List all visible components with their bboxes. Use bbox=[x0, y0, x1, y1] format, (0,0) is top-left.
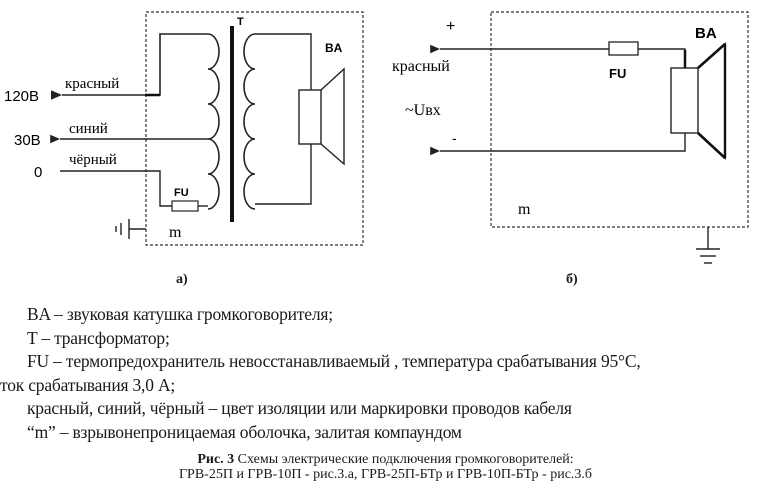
figure-caption: Рис. 3 Схемы электрические подключения г… bbox=[0, 452, 771, 482]
legend-item: ток срабатывания 3,0 А; bbox=[0, 374, 176, 395]
transformer-label: T bbox=[237, 16, 244, 28]
wire-120v bbox=[50, 33, 208, 100]
schematics: T BA FU m 120В красный 30В синий 0 чёрны… bbox=[4, 11, 749, 264]
speaker-coil-a bbox=[298, 89, 322, 145]
speaker-cone-b bbox=[697, 41, 726, 161]
wire-blue-label: синий bbox=[69, 121, 108, 137]
fuse-a bbox=[171, 200, 199, 212]
caption-line1: Схемы электрические подключения громкого… bbox=[234, 452, 574, 467]
plus-label: + bbox=[446, 18, 455, 35]
minus-label: - bbox=[452, 130, 457, 146]
fuse-label-a: FU bbox=[174, 187, 189, 199]
terminal-120v-label: 120В bbox=[4, 88, 39, 105]
enclosure-label-b: m bbox=[518, 201, 531, 218]
primary-winding bbox=[207, 33, 220, 210]
wire-minus bbox=[430, 133, 686, 156]
legend-item: T – трансформатор; bbox=[27, 327, 170, 348]
enclosure-b bbox=[490, 11, 749, 228]
legend-item: BA – звуковая катушка громкоговорителя; bbox=[27, 304, 333, 324]
input-voltage-label: ~Uвх bbox=[405, 102, 441, 119]
caption-line2: ГРВ-25П и ГРВ-10П - рис.3.а, ГРВ-25П-БТр… bbox=[178, 467, 593, 482]
secondary-winding bbox=[243, 33, 256, 210]
legend: BA – звуковая катушка громкоговорителя; … bbox=[0, 303, 771, 444]
fuse-b bbox=[608, 41, 639, 56]
terminal-0-label: 0 bbox=[34, 164, 42, 181]
speaker-coil-b bbox=[670, 67, 699, 134]
wire-red-label-b: красный bbox=[392, 58, 450, 75]
fuse-label-b: FU bbox=[609, 66, 626, 81]
enclosure-label-a: m bbox=[169, 224, 182, 241]
caption-prefix: Рис. 3 bbox=[197, 452, 235, 467]
legend-item: FU – термопредохранитель невосстанавлива… bbox=[27, 351, 641, 371]
wire-plus bbox=[430, 44, 686, 68]
wire-red-label: красный bbox=[65, 76, 119, 92]
terminal-30v-label: 30В bbox=[14, 132, 41, 149]
speaker-cone-a bbox=[320, 67, 345, 166]
diagram-a: T BA FU m 120В красный 30В синий 0 чёрны… bbox=[4, 11, 364, 246]
speaker-label-a: BA bbox=[325, 41, 343, 55]
figure-a-label: а) bbox=[176, 272, 188, 287]
legend-item: “m” – взрывонепроницаемая оболочка, зали… bbox=[27, 421, 462, 442]
figure-b-label: б) bbox=[566, 272, 578, 287]
speaker-label-b: BA bbox=[695, 25, 717, 42]
wire-black-label: чёрный bbox=[69, 152, 117, 168]
wire-0 bbox=[60, 170, 182, 211]
legend-item: красный, синий, чёрный – цвет изоляции и… bbox=[27, 398, 572, 418]
ground-icon bbox=[696, 227, 720, 264]
diagram-b: + красный ~Uвх - FU BA m bbox=[392, 11, 749, 264]
ground-icon bbox=[115, 219, 146, 239]
